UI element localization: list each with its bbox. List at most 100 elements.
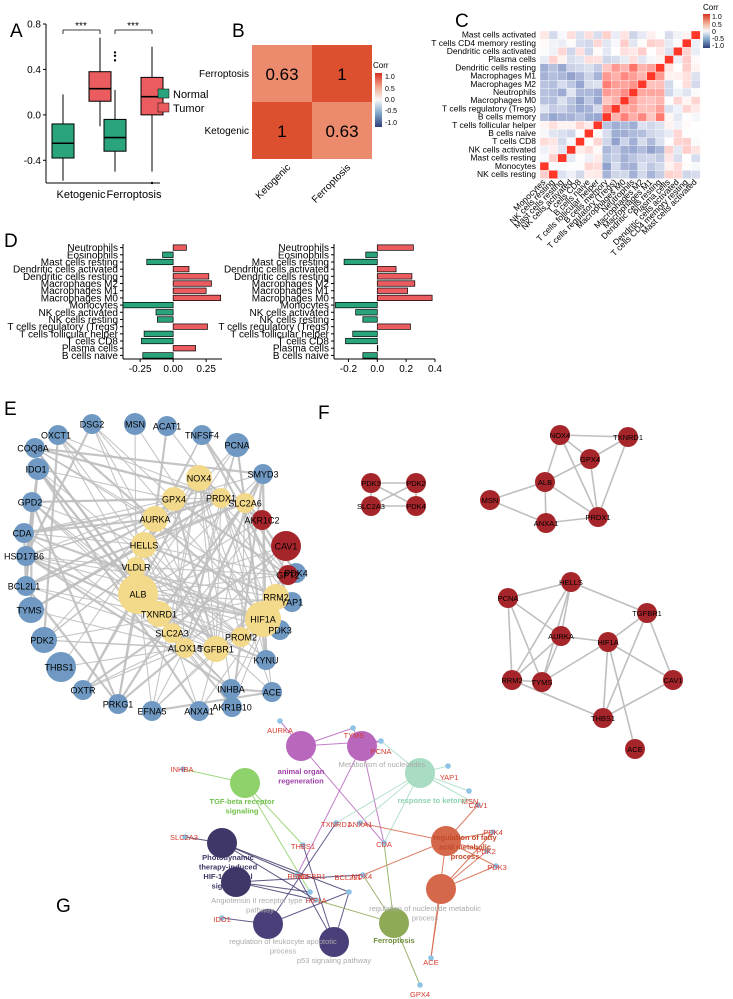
e-node-tnfsf4 xyxy=(192,425,212,445)
c-cell xyxy=(566,121,576,130)
f-edge xyxy=(511,679,604,719)
c-cell xyxy=(548,96,558,105)
c-cell xyxy=(611,121,621,130)
c-cell xyxy=(557,96,567,105)
c-cell xyxy=(548,88,558,97)
c-cell xyxy=(619,30,630,40)
e-node-hif1a xyxy=(245,601,281,637)
e-edge xyxy=(143,477,200,546)
e-node-akr1b10 xyxy=(222,697,242,717)
e-edge xyxy=(158,502,246,615)
c-cell xyxy=(628,88,639,97)
d-bar xyxy=(142,352,174,359)
e-label-alox15: ALOX15 xyxy=(168,644,202,654)
d-bar xyxy=(122,302,174,309)
c-cell xyxy=(593,47,603,56)
b-value-1-1: 0.63 xyxy=(325,122,358,141)
g-gene-node-cda xyxy=(381,840,387,846)
c-cell xyxy=(539,153,550,163)
c-row-label: Dendritic cells resting xyxy=(455,62,536,72)
a-ytick-label: 0.0 xyxy=(27,110,41,121)
g-gene-label-thbs1: THBS1 xyxy=(291,842,315,851)
f-edge xyxy=(607,641,674,681)
e-node-gpx4 xyxy=(162,487,186,511)
c-cell xyxy=(539,55,550,64)
a-box-ferroptosis-normal-outlier xyxy=(113,51,117,54)
legend-swatch-normal xyxy=(157,88,170,99)
panel-a-significance-ferroptosis: *** xyxy=(127,21,139,32)
f-label-slc2a3: SLC2A3 xyxy=(357,502,385,511)
d-category-label: Macrophages M2 xyxy=(252,279,330,290)
e-label-pdk4: PDK4 xyxy=(284,569,308,579)
c-cell xyxy=(673,96,683,105)
a-box-ferroptosis-normal-outlier xyxy=(113,59,117,62)
c-cell xyxy=(637,39,647,48)
e-edge xyxy=(143,497,222,546)
d-xtick-label: 0.4 xyxy=(428,364,442,375)
g-gene-node-pdk4 xyxy=(490,829,496,835)
e-edge xyxy=(151,647,186,712)
c-row-label: Macrophages M0 xyxy=(470,95,536,105)
c-cell xyxy=(646,71,656,81)
c-cell xyxy=(664,80,674,89)
c-cell xyxy=(682,47,692,56)
panel-a-xtick-ferroptosis: Ferroptosis xyxy=(106,189,162,201)
c-cell xyxy=(637,71,647,81)
c-legend-tick-4: -1.0 xyxy=(712,43,724,50)
c-row-label: T cells regulatory (Tregs) xyxy=(442,103,536,113)
c-cell xyxy=(566,71,576,81)
e-node-thbs1 xyxy=(46,652,76,682)
e-node-oxtr xyxy=(73,680,93,700)
legend-label-tumor: Tumor xyxy=(173,103,205,115)
g-edge xyxy=(300,745,385,844)
c-cell xyxy=(548,39,558,48)
e-edge xyxy=(143,544,217,650)
f-node-alb xyxy=(535,472,555,492)
c-cell xyxy=(619,39,630,48)
c-cell xyxy=(691,112,701,122)
panel-label-g: G xyxy=(56,896,71,917)
panel-a-significance-ketogenic: *** xyxy=(75,21,87,32)
f-edge xyxy=(507,597,562,637)
f-node-gpx4 xyxy=(580,449,600,469)
c-grid xyxy=(539,30,701,179)
c-cell xyxy=(655,96,665,105)
d-category-label: Dendritic cells resting xyxy=(23,272,118,283)
c-cell xyxy=(575,145,585,155)
e-node-aurka xyxy=(142,506,168,532)
e-node-alb xyxy=(118,574,158,614)
d-bar xyxy=(143,330,174,337)
c-cell xyxy=(646,153,656,163)
e-label-tgfbr1: TGFBR1 xyxy=(198,645,234,655)
c-cell xyxy=(575,129,585,138)
panel-label-c: C xyxy=(455,11,469,32)
c-cell xyxy=(593,129,603,138)
e-node-prom2 xyxy=(231,627,251,647)
g-term-label: HIF-1 survival xyxy=(203,872,252,881)
d-bar xyxy=(172,345,196,352)
b-cell-ferroptosis-ferroptosis xyxy=(312,45,372,102)
c-cell xyxy=(682,137,692,146)
c-cell xyxy=(566,30,576,40)
g-gene-label-gpx4: GPX4 xyxy=(410,990,430,999)
g-gene-node-inhba xyxy=(180,766,186,772)
c-cell xyxy=(602,112,612,122)
b-legend-tick-1: 0.5 xyxy=(385,86,395,93)
panel-g-network: AURKATYMSPCNAYAP1MSNINHBACAV1TXNRD1ANXA1… xyxy=(170,718,507,999)
g-gene-node-anxa1 xyxy=(357,820,363,826)
c-cell xyxy=(637,104,647,114)
c-cell xyxy=(619,63,630,73)
e-label-slc2a6: SLC2A6 xyxy=(228,499,262,509)
d-category-label: Plasma cells xyxy=(273,344,329,355)
d-category-label: Eosinophils xyxy=(278,250,329,261)
c-cell xyxy=(566,145,576,155)
c-cell xyxy=(557,145,567,155)
d-category-label: Macrophages M0 xyxy=(252,293,330,304)
e-edge xyxy=(151,690,273,713)
e-label-kynu: KYNU xyxy=(253,656,278,666)
c-cell xyxy=(664,129,674,138)
f-label-ace: ACE xyxy=(627,745,642,754)
